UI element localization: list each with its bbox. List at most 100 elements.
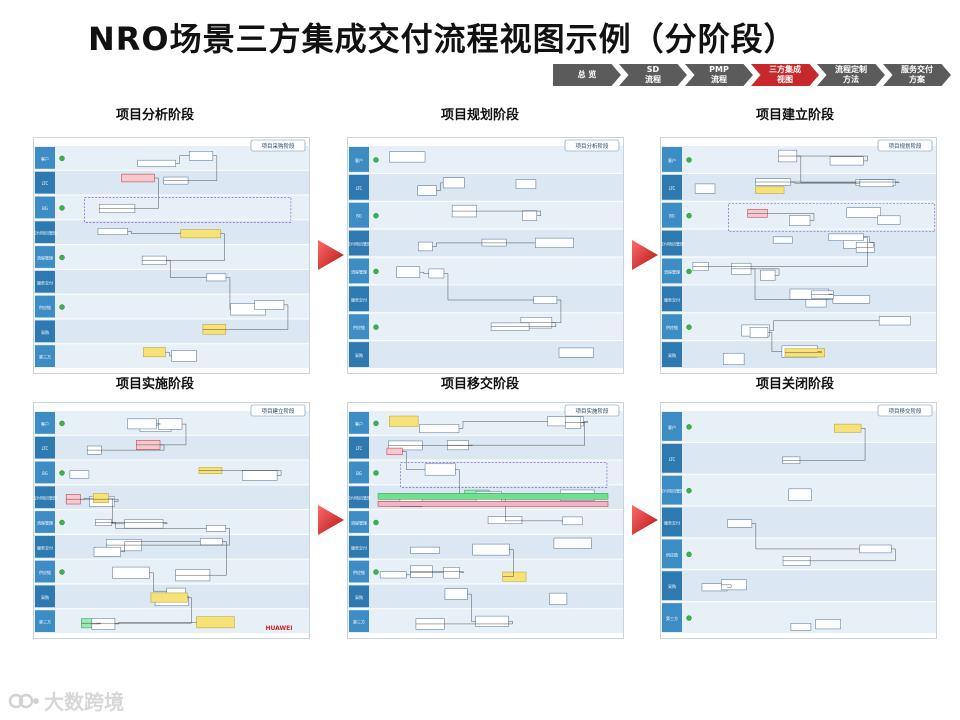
flow-node — [522, 210, 538, 221]
flow-node — [444, 588, 468, 600]
swimlane-label: BG — [356, 471, 362, 476]
flow-node — [200, 538, 223, 546]
start-marker — [373, 212, 379, 219]
swimlane-band — [348, 285, 623, 313]
flow-connector — [783, 548, 896, 562]
flow-connector — [447, 422, 585, 446]
swimlane-label: 服务交付 — [37, 279, 53, 285]
flow-connector — [778, 155, 868, 162]
flow-connector — [856, 242, 874, 248]
flow-connector — [502, 549, 514, 577]
flow-node — [419, 424, 460, 434]
swimlane-label: 服务交付 — [351, 544, 367, 550]
flow-node — [815, 619, 841, 630]
flow-nodes — [59, 151, 292, 362]
start-marker — [59, 205, 65, 211]
flow-nodes — [686, 423, 896, 631]
flow-node — [254, 300, 285, 310]
swimlane-label-box — [662, 174, 682, 200]
flow-connector — [225, 277, 231, 310]
nav-step-0[interactable]: 总 览 — [553, 64, 621, 86]
swimlane-band — [34, 559, 309, 584]
swimlane-label-box — [35, 610, 55, 632]
nav-step-1[interactable]: SD 流程 — [619, 64, 687, 86]
swimlane-label-box — [35, 535, 55, 558]
flow-connector — [165, 352, 172, 357]
stage-tag-text: 项目分析阶段 — [575, 142, 609, 150]
swimlane-band — [34, 245, 309, 269]
start-marker — [373, 268, 379, 275]
start-marker — [373, 519, 379, 526]
flow-connector — [106, 528, 230, 546]
start-marker — [59, 420, 65, 427]
flow-node — [188, 151, 214, 161]
nav-step-2[interactable]: PMP 流程 — [685, 64, 753, 86]
swimlane-label-box — [35, 436, 55, 459]
swimlane-label-box — [35, 461, 55, 484]
swimlane-label-box — [349, 535, 369, 558]
flow-node — [150, 592, 188, 603]
swimlane-label-box — [662, 443, 682, 473]
swimlane-label: LTC — [669, 457, 676, 462]
flow-connector — [790, 181, 860, 184]
flow-connector — [410, 571, 464, 573]
stage-tag-text: 项目采购阶段 — [261, 142, 295, 150]
flow-node — [389, 151, 426, 163]
swimlane-label-box — [35, 585, 55, 608]
flow-node — [124, 519, 164, 529]
swimlane-band — [348, 173, 623, 201]
flow-node — [171, 350, 197, 362]
nav-step-4[interactable]: 流程定制 方法 — [817, 64, 885, 86]
start-marker — [59, 304, 65, 310]
flow-connector — [87, 444, 165, 451]
swimlane-label-box — [349, 486, 369, 509]
swimlane-band — [34, 510, 309, 534]
flow-connector — [114, 622, 197, 625]
stage-tag-text: 项目规划阶段 — [888, 142, 922, 150]
panel-title-3: 项目实施阶段 — [115, 377, 194, 392]
flow-node — [487, 516, 523, 525]
swimlane-label-box — [349, 174, 369, 200]
swimlane-label: 客户 — [41, 420, 49, 426]
swimlane-label: 流程管理 — [37, 520, 53, 526]
swimlane-label: 第三方 — [39, 619, 51, 625]
flow-node — [443, 567, 460, 579]
next-stage-arrow-icon — [318, 505, 344, 535]
flow-node — [760, 269, 776, 281]
flow-node — [442, 177, 465, 189]
swimlane-label: 采购 — [355, 594, 363, 600]
flow-node — [481, 238, 507, 247]
arrow-shape — [318, 240, 344, 270]
swimlane-label: 第三方 — [666, 615, 678, 621]
start-marker — [59, 569, 65, 575]
watermark-logo: 大数跨境 — [8, 686, 124, 715]
swimlane-label: 流程管理 — [351, 520, 367, 526]
start-marker — [373, 157, 379, 163]
flow-node — [549, 592, 568, 605]
watermark-text: 大数跨境 — [44, 690, 124, 714]
stage-tag — [877, 139, 933, 152]
swimlane-label: 服务交付 — [664, 296, 680, 302]
swimlane-label: BG — [42, 471, 48, 476]
flow-node — [121, 173, 155, 183]
flow-node — [137, 159, 176, 167]
swimlane-label-box — [349, 511, 369, 533]
flow-connector — [692, 237, 868, 267]
swimlane-label-box — [35, 345, 55, 367]
flow-node — [535, 237, 574, 248]
flow-connector — [66, 498, 119, 502]
flow-node — [828, 233, 864, 241]
nav-step-5[interactable]: 服务交付 方案 — [883, 64, 951, 86]
swimlane-label: BG — [42, 206, 48, 211]
flow-node — [97, 227, 128, 236]
flow-connector — [443, 273, 534, 301]
stage-tag — [564, 139, 620, 152]
nav-step-3[interactable]: 三方集成 视图 — [751, 64, 819, 86]
swimlane-label-box — [662, 507, 682, 537]
swimlane-band — [661, 229, 936, 257]
swimlane-label: LTC — [669, 186, 676, 191]
swimlane-label-box — [662, 603, 682, 632]
